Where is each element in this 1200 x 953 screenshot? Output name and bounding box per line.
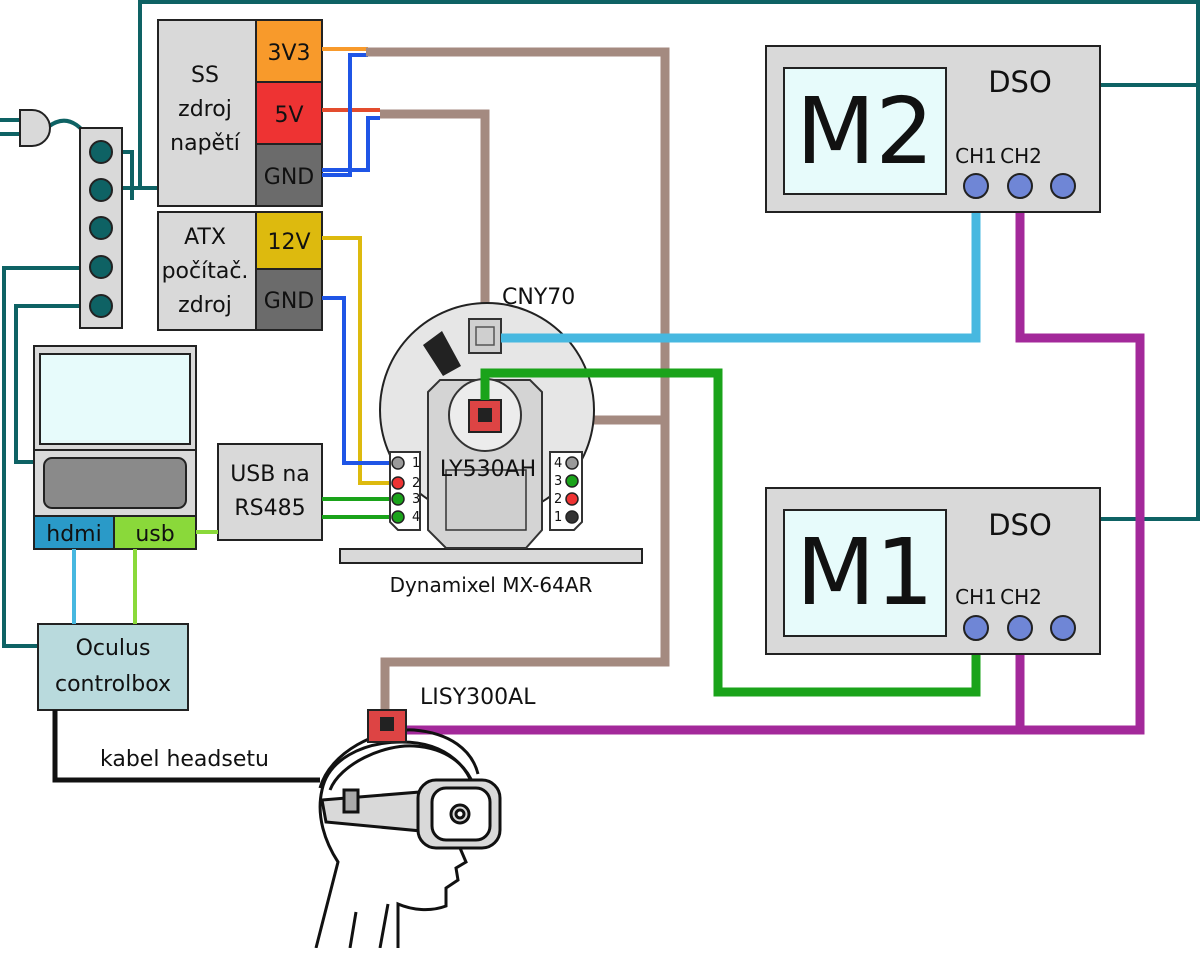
hdmi-port [33, 515, 115, 550]
usb-rs485-converter: USB na RS485 [217, 443, 323, 541]
atx-title-1: ATX [184, 225, 226, 250]
cny70-sensor [468, 318, 502, 354]
cny70-label: CNY70 [502, 285, 575, 310]
output-gnd-label: GND [264, 165, 314, 190]
servo-label: Dynamixel MX-64AR [390, 573, 593, 597]
m1-ext-input [1050, 615, 1076, 641]
atx-power-supply: ATX počítač. zdroj 12V GND [157, 211, 323, 331]
m1-title: DSO [988, 508, 1052, 542]
output-5v-label: 5V [274, 103, 303, 128]
reflective-strip [423, 331, 461, 376]
m2-name: M2 [796, 78, 934, 185]
usb-port [113, 515, 197, 550]
m1-ch1-label: CH1 [955, 585, 997, 609]
m1-screen [783, 509, 947, 637]
m2-ch2-input [1007, 173, 1033, 199]
m2-screen [783, 67, 947, 195]
m1-ch1-input [963, 615, 989, 641]
m1-ch2-label: CH2 [1000, 585, 1042, 609]
m2-ext-input [1050, 173, 1076, 199]
output-gnd [255, 143, 323, 207]
ly530ah-label: LY530AH [440, 457, 536, 482]
m2-ch1-label: CH1 [955, 144, 997, 168]
oscilloscope-m2: M2 DSO CH1 CH2 [765, 45, 1101, 213]
headset-cable-label: kabel headsetu [100, 747, 269, 772]
output-12v [255, 211, 323, 270]
output-3v3-label: 3V3 [267, 41, 310, 66]
keyboard [43, 457, 187, 509]
supply-wires [322, 47, 398, 519]
dynamixel-servo: 1 2 3 4 4 3 2 1 [339, 302, 643, 564]
oculus-line-2: controlbox [55, 672, 171, 697]
power-strip [79, 127, 123, 329]
left-pin-4: 4 [412, 510, 420, 525]
right-pin-4: 4 [554, 456, 562, 471]
usb-converter-line-1: USB na [230, 462, 310, 487]
m1-name: M1 [796, 519, 934, 626]
monitor-screen [39, 353, 191, 445]
oculus-line-1: Oculus [76, 636, 151, 661]
servo-connector-right [549, 451, 583, 531]
lisy300al-board [367, 709, 407, 743]
dc-power-supply: SS zdroj napětí 3V3 5V GND [157, 19, 323, 207]
mains-plug-icon [0, 109, 51, 147]
left-pin-2: 2 [412, 476, 420, 491]
right-pin-1: 1 [554, 510, 562, 525]
computer: hdmi usb [33, 345, 197, 550]
oscilloscope-m1: M1 DSO CH1 CH2 [765, 487, 1101, 655]
oculus-controlbox: Oculus controlbox [37, 623, 189, 711]
usb-port-label: usb [135, 522, 174, 547]
atx-title-2: počítač. [162, 259, 249, 284]
left-pin-1: 1 [412, 456, 420, 471]
output-5v [255, 81, 323, 145]
right-pin-2: 2 [554, 492, 562, 507]
computer-wires [52, 530, 320, 783]
dc-supply-title-2: zdroj [178, 97, 232, 122]
atx-title-3: zdroj [178, 293, 232, 318]
m1-ch2-input [1007, 615, 1033, 641]
hdmi-port-label: hdmi [46, 522, 101, 547]
right-pin-3: 3 [554, 474, 562, 489]
user-head-with-vr-headset [314, 728, 502, 949]
m2-ch1-input [963, 173, 989, 199]
m2-title: DSO [988, 65, 1052, 99]
dc-supply-title-3: napětí [170, 131, 241, 156]
dc-supply-title-1: SS [191, 63, 219, 88]
signal-cables [405, 188, 1145, 735]
usb-converter-line-2: RS485 [234, 496, 305, 521]
m2-ch2-label: CH2 [1000, 144, 1042, 168]
left-pin-3: 3 [412, 492, 420, 507]
lisy300al-label: LISY300AL [420, 685, 536, 710]
output-12v-label: 12V [267, 230, 310, 255]
atx-gnd-label: GND [264, 289, 314, 314]
